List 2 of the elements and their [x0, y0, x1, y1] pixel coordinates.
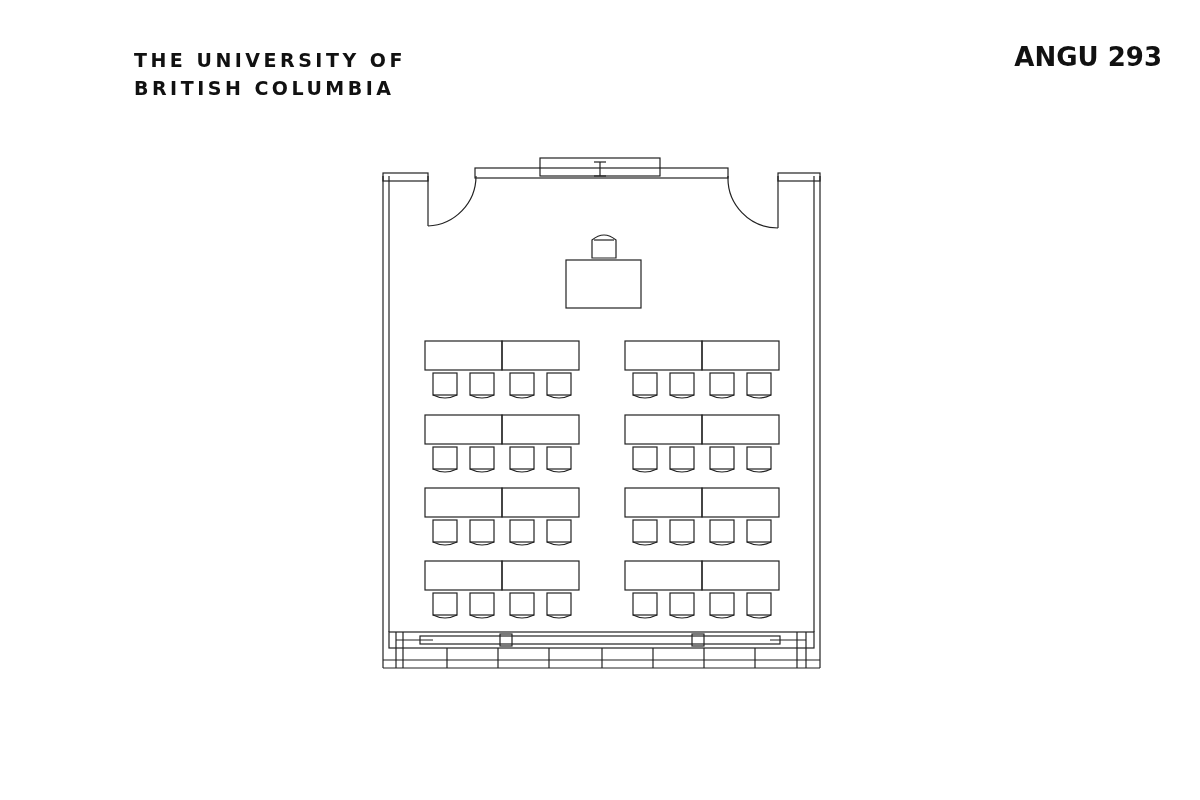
room-title: ANGU 293	[1014, 42, 1162, 72]
institution-name: THE UNIVERSITY OF BRITISH COLUMBIA	[134, 48, 407, 101]
